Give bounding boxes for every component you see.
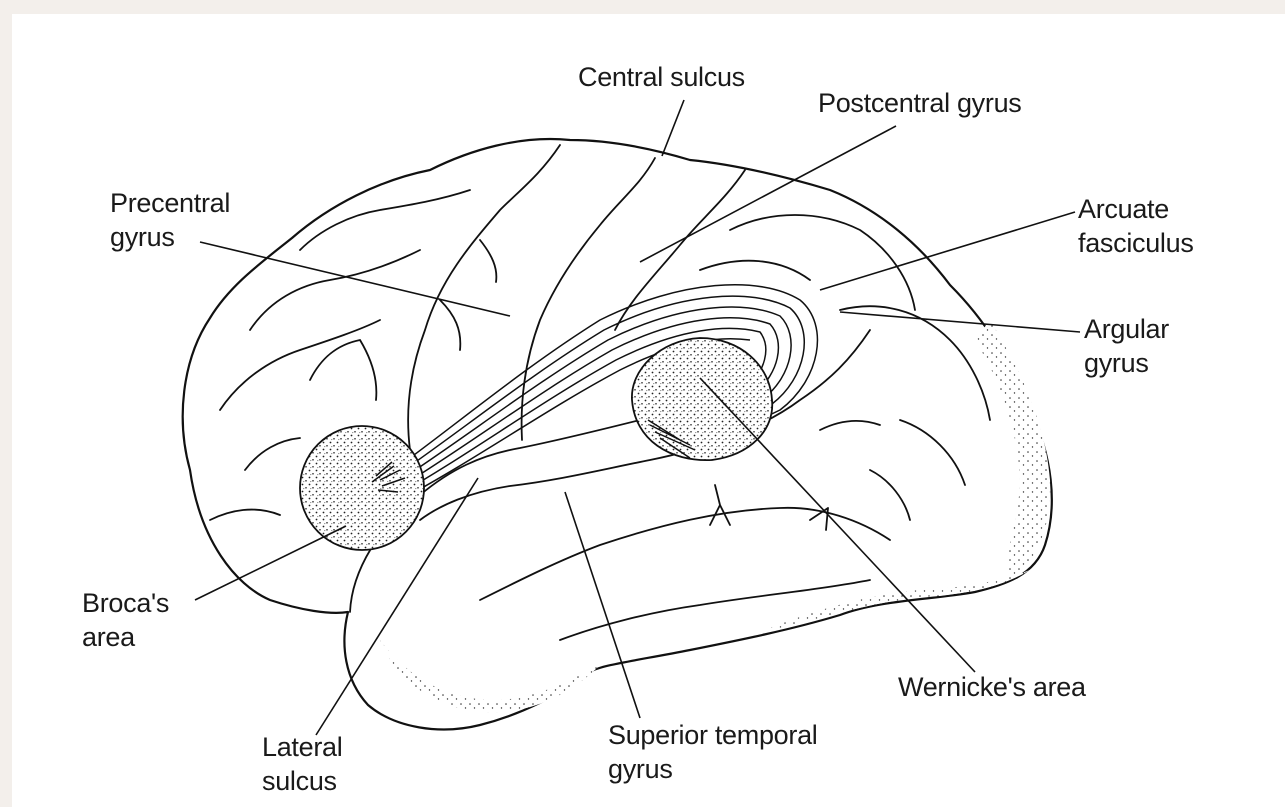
- label-arcuate-fasciculus-line2: fasciculus: [1078, 226, 1194, 260]
- label-arcuate-fasciculus-line1: Arcuate: [1078, 192, 1194, 226]
- label-brocas-area-line1: Broca's: [82, 586, 169, 620]
- label-lateral-sulcus-line1: Lateral: [262, 730, 342, 764]
- label-precentral-gyrus-line2: gyrus: [110, 220, 230, 254]
- label-superior-temporal-gyrus-line1: Superior temporal: [608, 718, 818, 752]
- label-central-sulcus-text: Central sulcus: [578, 60, 745, 94]
- label-postcentral-gyrus-text: Postcentral gyrus: [818, 86, 1022, 120]
- label-wernickes-area: Wernicke's area: [898, 670, 1086, 704]
- brain-outline: [183, 139, 1052, 729]
- label-brocas-area-line2: area: [82, 620, 169, 654]
- label-arcuate-fasciculus: Arcuate fasciculus: [1078, 192, 1194, 260]
- label-lateral-sulcus-line2: sulcus: [262, 764, 342, 798]
- label-angular-gyrus: Argular gyrus: [1084, 312, 1169, 380]
- label-superior-temporal-gyrus-line2: gyrus: [608, 752, 818, 786]
- label-central-sulcus: Central sulcus: [578, 60, 745, 94]
- leader-central-sulcus: [662, 100, 684, 156]
- label-postcentral-gyrus: Postcentral gyrus: [818, 86, 1022, 120]
- label-brocas-area: Broca's area: [82, 586, 169, 654]
- label-precentral-gyrus: Precentral gyrus: [110, 186, 230, 254]
- wernickes-area-region: [632, 338, 772, 460]
- label-wernickes-area-text: Wernicke's area: [898, 670, 1086, 704]
- label-lateral-sulcus: Lateral sulcus: [262, 730, 342, 798]
- label-angular-gyrus-line2: gyrus: [1084, 346, 1169, 380]
- brocas-area-region: [300, 426, 424, 550]
- label-precentral-gyrus-line1: Precentral: [110, 186, 230, 220]
- label-angular-gyrus-line1: Argular: [1084, 312, 1169, 346]
- label-superior-temporal-gyrus: Superior temporal gyrus: [608, 718, 818, 786]
